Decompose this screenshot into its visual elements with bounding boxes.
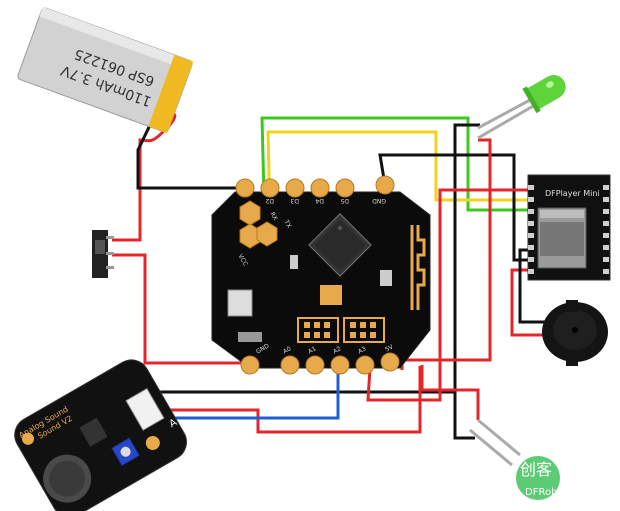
dfplayer-mini: DFPlayer Mini xyxy=(527,174,611,281)
mic-connector xyxy=(125,387,165,431)
analog-sound-sensor: Analog Sound Sound V2 A xyxy=(14,359,187,511)
board-component-1 xyxy=(290,255,298,269)
bottom-pin-label-4: A2 xyxy=(332,345,343,355)
mcu-chip xyxy=(308,213,372,277)
white-led xyxy=(469,418,521,467)
watermark-logo: 创客 DFRobot xyxy=(516,456,568,500)
switch-red-wire xyxy=(112,253,250,365)
slide-switch xyxy=(92,230,114,278)
board-led xyxy=(238,332,262,342)
green-led xyxy=(477,75,566,140)
bottom-pin-label-6: 5V xyxy=(384,343,395,353)
board-bottom-pads xyxy=(240,352,400,375)
bottom-pin-label-3: A1 xyxy=(307,345,318,355)
top-pin-label-1: D2 xyxy=(265,197,274,204)
dfplayer-pins-right xyxy=(603,185,609,274)
battery-red-lead xyxy=(112,112,177,242)
top-pin-label-4: D5 xyxy=(340,197,349,204)
yellow-wire xyxy=(266,130,530,216)
battery-black-lead xyxy=(136,124,245,190)
buzzer-black-wire xyxy=(518,248,545,324)
board-component-3 xyxy=(320,285,342,305)
top-pin-label-3: D4 xyxy=(315,197,324,204)
watermark-text-2: DFRobot xyxy=(525,487,568,498)
wires xyxy=(112,112,545,440)
lipo-battery: 6SP 061225 110mAh 3.7V xyxy=(17,6,194,134)
led2-red-wire xyxy=(420,365,480,420)
mic-red-wire xyxy=(160,366,422,434)
top-pin-label-2: D3 xyxy=(290,197,299,204)
side-pin-label-rx: RX xyxy=(269,211,279,222)
header-block-right xyxy=(343,317,385,343)
mic-chip xyxy=(79,417,108,447)
black-vertical-wire xyxy=(453,123,480,440)
board-antenna xyxy=(410,225,426,310)
mic-pin-label: A xyxy=(168,417,180,430)
watermark-text-1: 创客 xyxy=(520,460,552,479)
dfplayer-title: DFPlayer Mini xyxy=(545,189,600,198)
board-side-pads xyxy=(239,200,278,249)
bottom-pin-label-5: A3 xyxy=(357,345,368,355)
dfplayer-red-wire xyxy=(366,188,530,402)
top-pin-label-5: GND xyxy=(372,197,386,204)
microcontroller-board: D2 D3 D4 D5 GND RX TX VCC xyxy=(211,175,431,375)
board-button[interactable] xyxy=(227,289,253,317)
side-pin-label-tx: TX xyxy=(282,218,292,229)
header-block-left xyxy=(297,317,339,343)
board-component-2 xyxy=(380,270,392,286)
bottom-pin-label-2: A0 xyxy=(282,345,293,355)
mic-blue-wire xyxy=(160,366,340,420)
speaker xyxy=(542,300,608,366)
dfplayer-pins-left xyxy=(528,185,534,274)
board-top-pads xyxy=(235,175,395,198)
